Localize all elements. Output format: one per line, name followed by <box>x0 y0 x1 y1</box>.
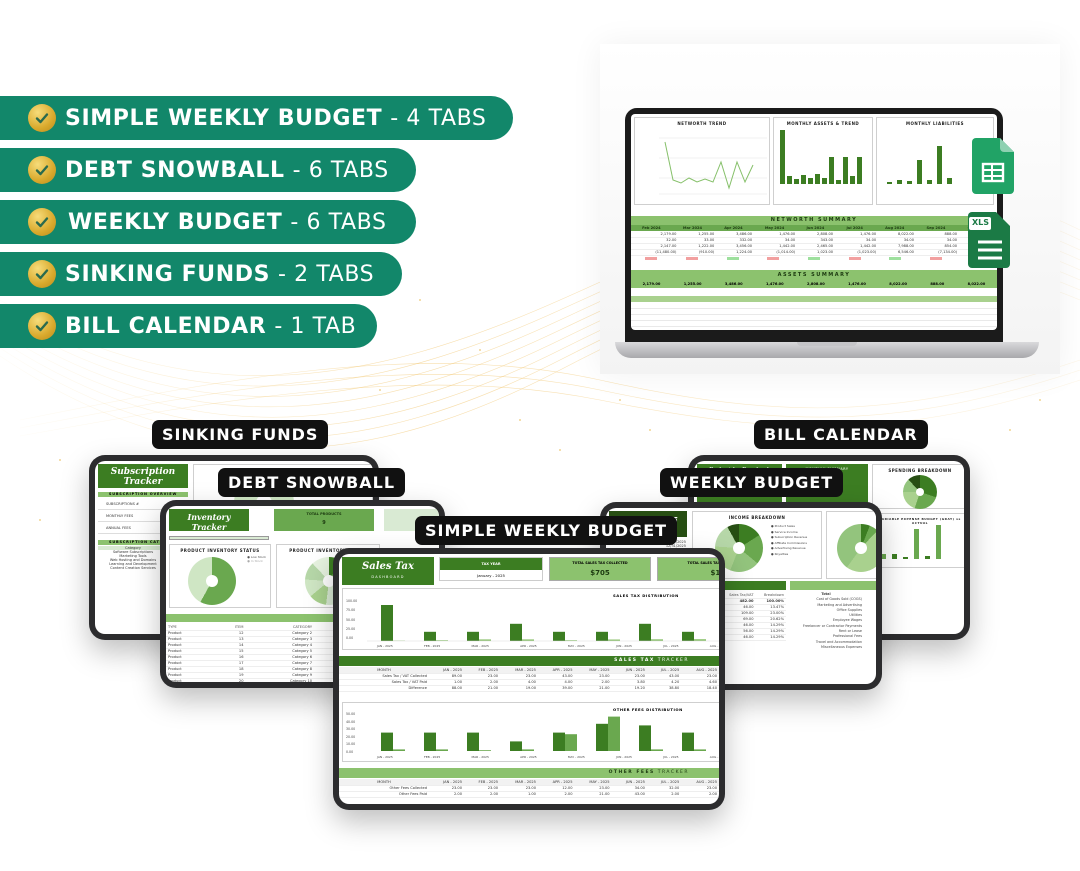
other-fees-bars <box>381 716 706 751</box>
feature-name: WEEKLY BUDGET <box>68 209 283 235</box>
label-debt-snowball: DEBT SNOWBALL <box>218 468 406 497</box>
expense-header-bar <box>790 581 876 590</box>
feature-tabs: - 6 TABS <box>292 157 389 183</box>
expense-breakdown-chart <box>826 511 876 579</box>
feature-name: BILL CALENDAR <box>65 313 267 339</box>
feature-pill-simple-weekly-budget: SIMPLE WEEKLY BUDGET - 4 TABS <box>0 96 513 140</box>
total-collected-card: TOTAL SALES TAX COLLECTED $705 <box>549 557 651 581</box>
category-filter[interactable] <box>169 536 269 540</box>
label-simple-weekly-budget: SIMPLE WEEKLY BUDGET <box>415 516 678 545</box>
laptop-screen: NETWORTH TREND MONTHLY ASSETS & TREND MO… <box>631 114 997 330</box>
feature-pill-sinking-funds: SINKING FUNDS - 2 TABS <box>0 252 402 296</box>
feature-name: SIMPLE WEEKLY BUDGET <box>65 105 383 131</box>
laptop-notch <box>801 108 837 114</box>
feature-pill-debt-snowball: DEBT SNOWBALL - 6 TABS <box>0 148 416 192</box>
subscription-overview: SUBSCRIPTIONS # MONTHLY FEES ANNUAL FEES <box>98 498 188 534</box>
feature-tabs: - 1 TAB <box>274 313 357 339</box>
label-weekly-budget: WEEKLY BUDGET <box>660 468 844 497</box>
laptop-device: NETWORTH TREND MONTHLY ASSETS & TREND MO… <box>625 108 1003 344</box>
feature-name: SINKING FUNDS <box>65 261 271 287</box>
feature-pill-weekly-budget: WEEKLY BUDGET - 6 TABS <box>0 200 416 244</box>
xls-badge: XLS <box>972 218 990 227</box>
debt-snowball-tablet: Inventory Tracker DASHBOARD TOTAL PRODUC… <box>160 500 445 688</box>
simple-weekly-budget-tablet: Sales Tax DASHBOARD TAX YEAR January - 2… <box>333 548 725 810</box>
assets-rows <box>631 303 997 327</box>
income-legend: ● Product Sales● Service Income● Subscri… <box>771 524 808 556</box>
assets-summary-header: ASSETS SUMMARY <box>631 270 997 281</box>
label-bill-calendar: BILL CALENDAR <box>754 420 928 449</box>
feature-name: DEBT SNOWBALL <box>65 157 285 183</box>
inventory-status-chart: PRODUCT INVENTORY STATUS ● Low Stock● In… <box>169 544 271 608</box>
other-fees-tracker-header: OTHER FEES TRACKER <box>339 768 719 778</box>
sales-tax-title-block: Sales Tax DASHBOARD <box>342 557 434 585</box>
gold-check-icon <box>28 104 56 132</box>
gold-check-icon <box>28 208 56 236</box>
gold-check-icon <box>28 156 56 184</box>
gold-check-icon <box>28 260 56 288</box>
tax-year-card: TAX YEAR January - 2025 <box>439 557 543 581</box>
income-breakdown-chart: INCOME BREAKDOWN ● Product Sales● Servic… <box>692 511 822 579</box>
line-chart <box>659 137 767 195</box>
networth-summary-header: NETWORTH SUMMARY <box>631 216 997 225</box>
sales-tax-tracker-header: SALES TAX TRACKER <box>339 656 719 666</box>
assets-subheader <box>631 296 997 302</box>
expense-list: Total Cost of Goods Sold (COGS)Marketing… <box>802 592 862 649</box>
subscription-title-block: Subscription Tracker DASHBOARD <box>98 464 188 493</box>
networth-trend-chart: NETWORTH TREND <box>634 117 770 205</box>
gold-check-icon <box>28 312 56 340</box>
label-sinking-funds: SINKING FUNDS <box>152 420 329 449</box>
feature-pill-bill-calendar: BILL CALENDAR - 1 TAB <box>0 304 377 348</box>
feature-tabs: - 4 TABS <box>390 105 487 131</box>
sales-tax-bars <box>367 605 719 642</box>
monthly-assets-chart: MONTHLY ASSETS & TREND <box>773 117 873 205</box>
variable-expense-chart: VARIABLE EXPENSE BUDGET (GRAY) vs ACTUAL <box>872 513 964 568</box>
inventory-table-header-bar <box>166 614 439 622</box>
total-products-card: TOTAL PRODUCTS 9 <box>274 509 374 531</box>
laptop-base <box>615 342 1039 358</box>
inventory-title-block: Inventory Tracker DASHBOARD <box>169 509 249 538</box>
feature-tabs: - 2 TABS <box>278 261 375 287</box>
total-paid-card: TOTAL SALES TAX PAID $191 <box>657 557 719 581</box>
feature-tabs: - 6 TABS <box>290 209 387 235</box>
change-indicators <box>631 257 997 262</box>
spending-breakdown-chart: SPENDING BREAKDOWN <box>872 464 964 509</box>
google-sheets-icon <box>972 138 1014 194</box>
